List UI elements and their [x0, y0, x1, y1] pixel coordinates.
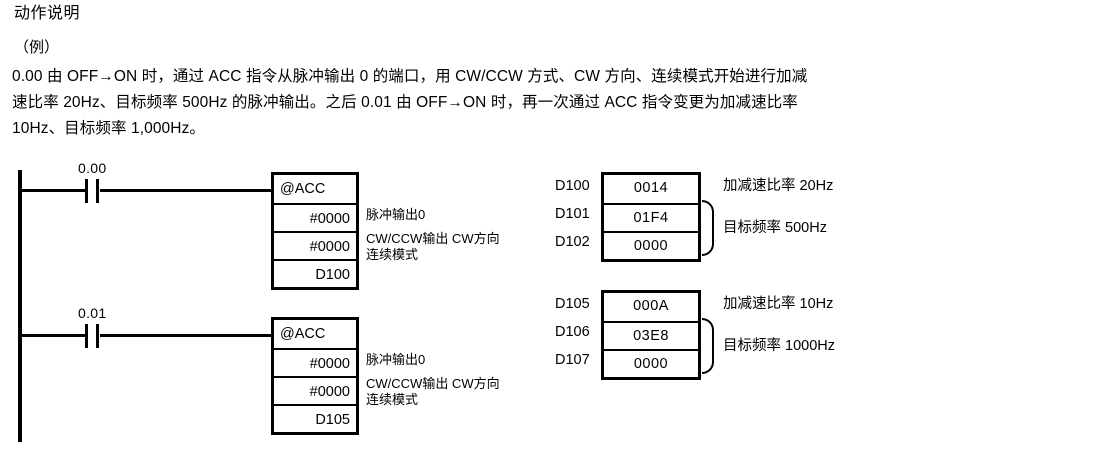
rung-2-note-line-1: 脉冲输出0 [366, 352, 426, 367]
contact-bar-right [96, 324, 99, 348]
register-name: D106 [555, 324, 590, 340]
rung-1-contact-0-00[interactable] [85, 179, 101, 203]
register-table-1-names: D100 D101 D102 [555, 172, 601, 256]
rung-1-operand-1: #0000 [274, 203, 356, 231]
register-table-2-values: 000A 03E8 0000 [601, 290, 701, 380]
rung-2-operand-3: D105 [274, 404, 356, 432]
register-table-1-group-brace [702, 200, 714, 256]
rung-2-wire-left [20, 334, 88, 337]
register-name: D101 [555, 206, 590, 222]
rung-2-instruction-name: @ACC [280, 326, 326, 342]
rung-1-note-line-1: 脉冲输出0 [366, 207, 426, 222]
note-spacer [366, 368, 500, 376]
rung-1-notes: 脉冲输出0 CW/CCW输出 CW方向 连续模式 [366, 207, 500, 263]
rung-1-operand-3: D100 [274, 259, 356, 287]
register-value: 000A [633, 298, 669, 314]
register-name: D102 [555, 234, 590, 250]
rung-2-instruction-block[interactable]: @ACC #0000 #0000 D105 [271, 317, 359, 435]
register-value: 03E8 [604, 321, 698, 349]
register-table-2-label-top: 加减速比率 10Hz [723, 296, 834, 312]
register-value: 01F4 [604, 203, 698, 231]
rung-1-instruction-block[interactable]: @ACC #0000 #0000 D100 [271, 172, 359, 290]
rung-1-instruction-name: @ACC [280, 181, 326, 197]
contact-bar-left [85, 324, 88, 348]
rung-1-contact-label: 0.00 [78, 160, 107, 176]
register-value: 0000 [604, 349, 698, 377]
note-spacer [366, 223, 500, 231]
register-value: 0014 [633, 180, 669, 196]
register-table-2-label-grouped: 目标频率 1000Hz [723, 338, 836, 354]
rung-1-note-line-2: CW/CCW输出 CW方向 [366, 231, 500, 246]
rung-1-operand-2: #0000 [274, 231, 356, 259]
register-table-2-group-brace [702, 318, 714, 374]
rung-2-contact-0-01[interactable] [85, 324, 101, 348]
contact-bar-left [85, 179, 88, 203]
rung-2-wire-right [100, 334, 272, 337]
rung-2-operand-1: #0000 [274, 348, 356, 376]
register-value: 0000 [604, 231, 698, 259]
rung-1-wire-left [20, 189, 88, 192]
register-name: D100 [555, 178, 590, 194]
page-title: 动作说明 [14, 5, 81, 22]
register-table-2-names: D105 D106 D107 [555, 290, 601, 374]
contact-bar-right [96, 179, 99, 203]
rung-2-contact-label: 0.01 [78, 305, 107, 321]
description-line-1: 0.00 由 OFF→ON 时，通过 ACC 指令从脉冲输出 0 的端口，用 C… [12, 68, 808, 85]
rung-2-notes: 脉冲输出0 CW/CCW输出 CW方向 连续模式 [366, 352, 500, 408]
register-name: D105 [555, 296, 590, 312]
rung-2-note-line-2: CW/CCW输出 CW方向 [366, 376, 500, 391]
ladder-diagram: 0.00 @ACC #0000 #0000 D100 脉冲输出0 CW/CCW输… [0, 155, 1115, 453]
rung-2-note-line-3: 连续模式 [366, 392, 419, 407]
description-paragraph: 0.00 由 OFF→ON 时，通过 ACC 指令从脉冲输出 0 的端口，用 C… [12, 64, 1107, 142]
example-label: （例） [14, 39, 60, 56]
description-line-2: 速比率 20Hz、目标频率 500Hz 的脉冲输出。之后 0.01 由 OFF→… [12, 94, 798, 111]
description-line-3: 10Hz、目标频率 1,000Hz。 [12, 120, 206, 137]
rung-2-operand-2: #0000 [274, 376, 356, 404]
register-table-1-label-grouped: 目标频率 500Hz [723, 220, 827, 236]
register-name: D107 [555, 352, 590, 368]
register-table-1-values: 0014 01F4 0000 [601, 172, 701, 262]
rung-1-note-line-3: 连续模式 [366, 247, 419, 262]
rung-1-wire-right [100, 189, 272, 192]
register-table-1-label-top: 加减速比率 20Hz [723, 178, 834, 194]
left-power-rail [18, 170, 22, 442]
